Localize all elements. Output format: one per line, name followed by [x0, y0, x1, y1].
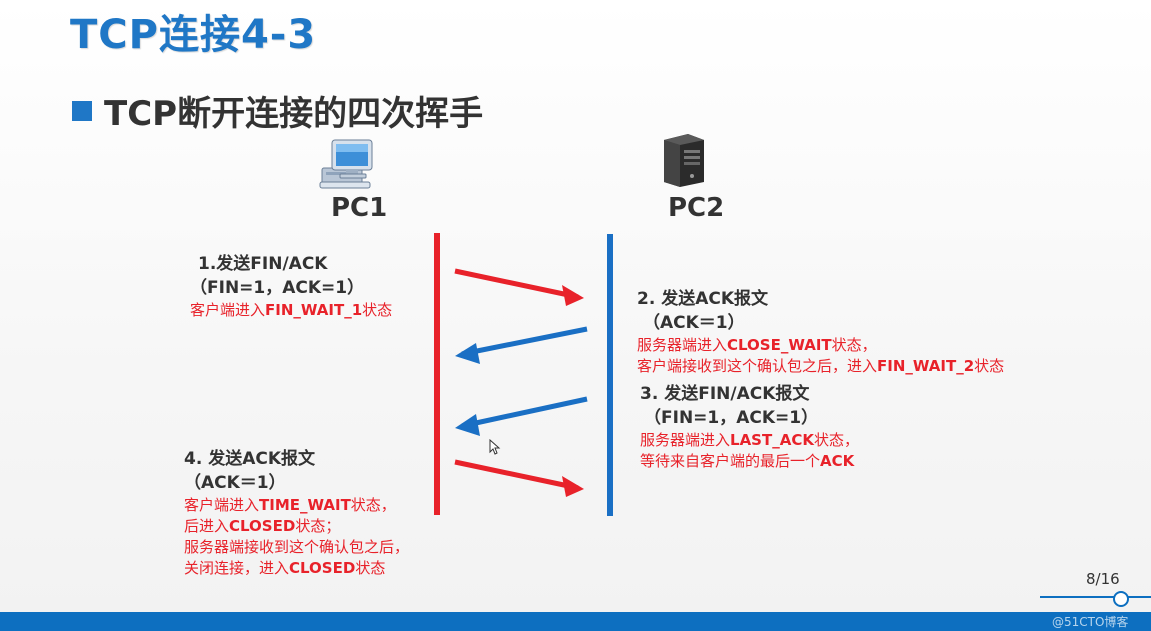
step-2-head: 2. 发送ACK报文 [637, 289, 769, 309]
player-control-bar[interactable] [0, 612, 1151, 631]
step-4-note-3: 服务器端接收到这个确认包之后， [184, 538, 410, 556]
progress-track[interactable] [1040, 596, 1151, 598]
slide-subtitle: TCP断开连接的四次挥手 [104, 94, 484, 134]
step-4-head: 4. 发送ACK报文 [184, 449, 316, 469]
step-2-param: （ACK＝1） [643, 313, 745, 333]
step-3-head: 3. 发送FIN/ACK报文 [640, 384, 810, 404]
step-4-note-4: 关闭连接，进入CLOSED状态 [184, 559, 386, 577]
watermark: @51CTO博客 [1052, 615, 1129, 629]
pc2-timeline [607, 234, 613, 516]
progress-handle[interactable] [1113, 591, 1129, 607]
arrow-fin-ack-3 [455, 396, 588, 436]
page-number: 8/16 [1086, 570, 1120, 588]
server-tower-icon [664, 134, 704, 187]
step-4-param: （ACK＝1） [184, 473, 286, 493]
arrow-ack-2 [455, 326, 588, 364]
step-2: 2. 发送ACK报文 （ACK＝1） 服务器端进入CLOSE_WAIT状态， 客… [637, 287, 1004, 377]
mouse-cursor-icon [489, 439, 501, 455]
step-1-head: 1.发送FIN/ACK [198, 254, 328, 274]
pc2-label: PC2 [668, 193, 725, 223]
step-3-note-1: 服务器端进入LAST_ACK状态， [640, 431, 859, 449]
step-1-param: （FIN=1，ACK=1） [190, 278, 365, 298]
step-1-note-1: 客户端进入FIN_WAIT_1状态 [190, 301, 393, 319]
pc1-label: PC1 [331, 193, 388, 223]
slide-title: TCP连接4-3 [70, 12, 317, 58]
step-1: 1.发送FIN/ACK （FIN=1，ACK=1） 客户端进入FIN_WAIT_… [190, 252, 392, 321]
step-4-note-2: 后进入CLOSED状态； [184, 517, 341, 535]
arrow-ack-4 [454, 459, 584, 497]
step-4-note-1: 客户端进入TIME_WAIT状态， [184, 496, 396, 514]
step-4: 4. 发送ACK报文 （ACK＝1） 客户端进入TIME_WAIT状态， 后进入… [184, 447, 409, 579]
step-3-param: （FIN=1，ACK=1） [644, 408, 819, 428]
subtitle-row: TCP断开连接的四次挥手 [72, 86, 483, 135]
pc1-timeline [434, 233, 440, 515]
step-2-note-2: 客户端接收到这个确认包之后，进入FIN_WAIT_2状态 [637, 357, 1005, 375]
square-bullet-icon [72, 100, 92, 121]
step-2-note-1: 服务器端进入CLOSE_WAIT状态， [637, 336, 877, 354]
desktop-computer-icon [319, 139, 373, 189]
step-3-note-2: 等待来自客户端的最后一个ACK [640, 452, 855, 470]
step-3: 3. 发送FIN/ACK报文 （FIN=1，ACK=1） 服务器端进入LAST_… [640, 382, 859, 472]
arrow-fin-ack-1 [454, 268, 584, 306]
